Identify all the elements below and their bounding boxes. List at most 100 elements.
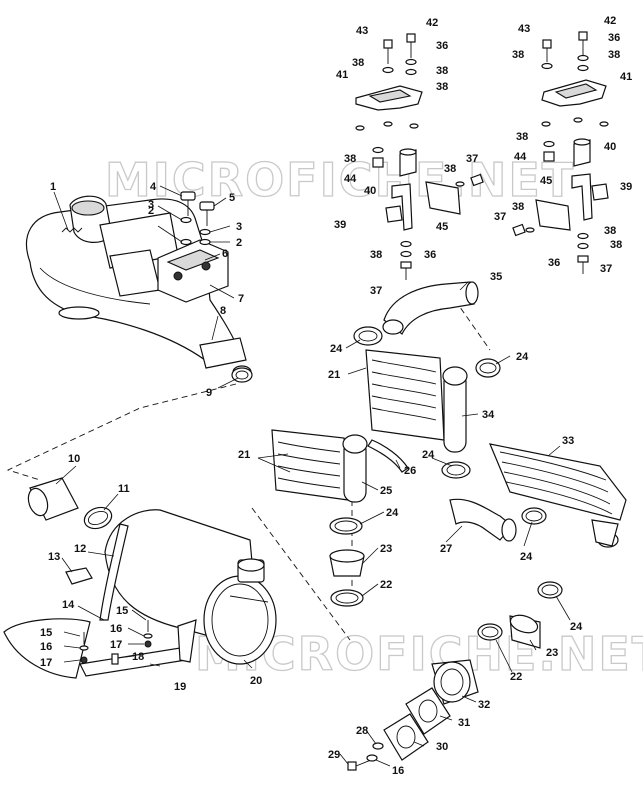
callout-42: 42 bbox=[604, 15, 616, 27]
callout-2: 2 bbox=[236, 237, 242, 249]
callout-23: 23 bbox=[546, 647, 558, 659]
leader-lines-right bbox=[257, 281, 571, 767]
callout-39: 39 bbox=[620, 181, 632, 193]
tailpipe-10 bbox=[27, 477, 79, 521]
callout-11: 11 bbox=[118, 483, 130, 495]
bolt-29-hardware bbox=[347, 742, 384, 771]
hanger-set-left bbox=[355, 33, 484, 280]
callout-38: 38 bbox=[444, 163, 456, 175]
callout-24: 24 bbox=[516, 351, 529, 363]
callout-17: 17 bbox=[40, 657, 52, 669]
couplings-center bbox=[329, 326, 547, 607]
callout-15: 15 bbox=[116, 605, 128, 617]
callout-23: 23 bbox=[380, 543, 392, 555]
watermark-top: MICROFICHE.NET bbox=[105, 153, 575, 207]
callout-45: 45 bbox=[540, 175, 552, 187]
callout-16: 16 bbox=[40, 641, 52, 653]
callout-38: 38 bbox=[352, 57, 364, 69]
elbow-27 bbox=[449, 498, 517, 542]
connection-line-right bbox=[454, 299, 491, 351]
callout-32: 32 bbox=[478, 699, 490, 711]
leader-lines-muffler bbox=[55, 465, 253, 669]
callout-38: 38 bbox=[608, 49, 620, 61]
callout-25: 25 bbox=[380, 485, 392, 497]
callout-38: 38 bbox=[604, 225, 616, 237]
callout-3: 3 bbox=[236, 221, 242, 233]
callout-5: 5 bbox=[229, 192, 235, 204]
callout-37: 37 bbox=[370, 285, 382, 297]
callout-38: 38 bbox=[610, 239, 622, 251]
callout-41: 41 bbox=[620, 71, 632, 83]
callout-41: 41 bbox=[336, 69, 348, 81]
callout-27: 27 bbox=[440, 543, 452, 555]
header-pipe-34 bbox=[365, 349, 468, 453]
callout-24: 24 bbox=[570, 621, 583, 633]
callout-6: 6 bbox=[222, 248, 228, 260]
gasket-31 bbox=[405, 687, 451, 735]
callout-36: 36 bbox=[436, 40, 448, 52]
callout-8: 8 bbox=[220, 305, 226, 317]
callout-31: 31 bbox=[458, 717, 470, 729]
callout-9: 9 bbox=[206, 387, 212, 399]
callout-38: 38 bbox=[512, 201, 524, 213]
callout-12: 12 bbox=[74, 543, 86, 555]
manifold-bolts bbox=[180, 191, 215, 246]
callout-1: 1 bbox=[50, 181, 56, 193]
callout-18: 18 bbox=[132, 651, 144, 663]
connection-line-left bbox=[6, 383, 237, 481]
callout-43: 43 bbox=[518, 23, 530, 35]
callout-13: 13 bbox=[48, 551, 60, 563]
muffler-20 bbox=[104, 509, 277, 665]
callout-16: 16 bbox=[392, 765, 404, 777]
callout-30: 30 bbox=[436, 741, 448, 753]
header-pipe-25 bbox=[271, 429, 368, 503]
callout-21: 21 bbox=[328, 369, 340, 381]
callout-36: 36 bbox=[548, 257, 560, 269]
callout-36: 36 bbox=[608, 32, 620, 44]
bracket-19 bbox=[79, 619, 197, 677]
hose-26 bbox=[367, 439, 409, 473]
callout-24: 24 bbox=[422, 449, 435, 461]
callout-7: 7 bbox=[238, 293, 244, 305]
callout-19: 19 bbox=[174, 681, 186, 693]
callout-2: 2 bbox=[148, 205, 154, 217]
callout-45: 45 bbox=[436, 221, 448, 233]
strap-12 bbox=[99, 523, 129, 621]
callout-numbers: 1 2 2 3 3 4 5 6 7 8 9 10 11 12 13 14 15 … bbox=[40, 15, 632, 777]
callout-17: 17 bbox=[110, 639, 122, 651]
outlet-flange-32 bbox=[431, 659, 479, 705]
callout-38: 38 bbox=[516, 131, 528, 143]
callout-28: 28 bbox=[356, 725, 368, 737]
callout-44: 44 bbox=[514, 151, 527, 163]
callout-24: 24 bbox=[386, 507, 399, 519]
callout-40: 40 bbox=[604, 141, 616, 153]
callout-36: 36 bbox=[424, 249, 436, 261]
callout-37: 37 bbox=[494, 211, 506, 223]
callout-22: 22 bbox=[510, 671, 522, 683]
callout-24: 24 bbox=[330, 343, 343, 355]
callout-33: 33 bbox=[562, 435, 574, 447]
callout-38: 38 bbox=[370, 249, 382, 261]
header-pipe-33 bbox=[489, 443, 627, 548]
callout-20: 20 bbox=[250, 675, 262, 687]
callout-21: 21 bbox=[238, 449, 250, 461]
callout-39: 39 bbox=[334, 219, 346, 231]
connection-line-center bbox=[251, 507, 351, 641]
exhaust-spring bbox=[61, 227, 83, 233]
callout-38: 38 bbox=[344, 153, 356, 165]
callout-24: 24 bbox=[520, 551, 533, 563]
callout-4: 4 bbox=[150, 181, 157, 193]
callout-43: 43 bbox=[356, 25, 368, 37]
pipe-35 bbox=[382, 281, 479, 335]
callout-34: 34 bbox=[482, 409, 495, 421]
callout-37: 37 bbox=[466, 153, 478, 165]
couplings-lower-right bbox=[477, 581, 563, 649]
callout-40: 40 bbox=[364, 185, 376, 197]
fasteners-left bbox=[79, 620, 153, 665]
callout-29: 29 bbox=[328, 749, 340, 761]
hanger-set-right bbox=[512, 31, 609, 274]
callout-15: 15 bbox=[40, 627, 52, 639]
callout-3: 3 bbox=[148, 199, 154, 211]
callout-22: 22 bbox=[380, 579, 392, 591]
